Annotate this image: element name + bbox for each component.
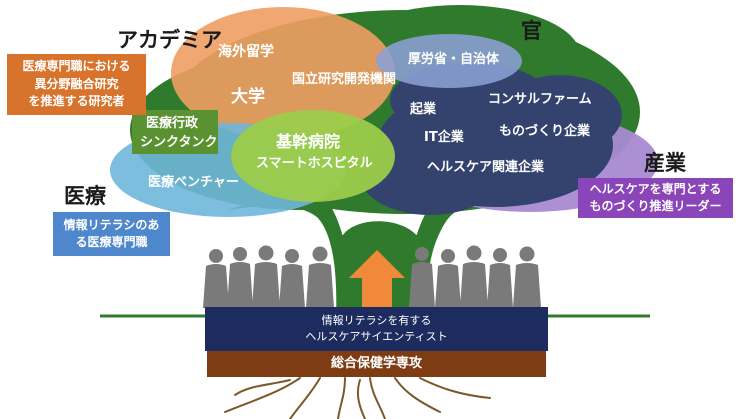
base-banner: 総合保健学専攻 — [207, 351, 546, 377]
person-figure — [227, 247, 253, 308]
upward-arrow — [349, 250, 405, 308]
core-hospital-region — [231, 110, 395, 202]
heading-government: 官 — [521, 19, 542, 43]
callout-medical-line: 情報リテラシのあ — [63, 217, 160, 232]
industry-cloud — [360, 62, 622, 215]
main-banner-line: ヘルスケアサイエンティスト — [305, 330, 448, 343]
label-national-institute: 国立研究開発機関 — [292, 72, 397, 87]
person-figure — [487, 248, 513, 308]
callout-industry-line: ものづくり推進リーダー — [589, 199, 722, 213]
person-figure — [279, 249, 305, 308]
label-healthcare-company: ヘルスケア関連企業 — [427, 160, 545, 175]
label-it-company: IT企業 — [424, 130, 464, 145]
person-figure — [306, 246, 334, 308]
label-think-tank: シンクタンク — [140, 135, 218, 150]
label-overseas-study: 海外留学 — [218, 44, 274, 60]
label-startup: 起業 — [410, 102, 437, 117]
base-banner-text: 総合保健学専攻 — [330, 355, 422, 371]
heading-industry: 産業 — [644, 151, 686, 175]
callout-industry-line: ヘルスケアを専門とする — [589, 181, 722, 196]
people-silhouettes — [203, 245, 541, 308]
callout-academia-line: 異分野融合研究 — [34, 76, 119, 91]
person-figure — [460, 245, 488, 308]
callout-academia-line: 医療専門職における — [22, 59, 131, 74]
government-region — [376, 34, 522, 88]
main-banner: 情報リテラシを有する ヘルスケアサイエンティスト — [205, 307, 548, 351]
callout-academia: 医療専門職における 異分野融合研究 を推進する研究者 — [7, 54, 146, 115]
label-medical-admin: 医療行政 — [146, 116, 199, 131]
heading-academia: アカデミア — [117, 28, 222, 52]
main-banner-bg — [205, 307, 548, 351]
label-mhlw: 厚労省・自治体 — [408, 52, 500, 67]
person-figure — [203, 249, 229, 308]
callout-medical-line: る医療専門職 — [75, 235, 148, 249]
callout-academia-line: を推進する研究者 — [28, 94, 125, 109]
person-figure — [252, 245, 280, 308]
roots — [224, 377, 491, 419]
heading-medical: 医療 — [64, 184, 106, 208]
base-banner-bg — [207, 351, 546, 377]
main-banner-line: 情報リテラシを有する — [321, 314, 432, 328]
person-figure — [409, 247, 435, 308]
label-consulting: コンサルファーム — [488, 92, 592, 107]
label-university: 大学 — [231, 87, 265, 107]
label-monozukuri: ものづくり企業 — [499, 124, 591, 139]
academia-region — [171, 7, 395, 139]
callout-medical: 情報リテラシのあ る医療専門職 — [53, 212, 170, 256]
callout-industry: ヘルスケアを専門とする ものづくり推進リーダー — [578, 178, 733, 218]
medical-admin-block — [132, 110, 218, 154]
label-smart-hospital: スマートホスピタル — [256, 156, 373, 171]
person-figure — [435, 249, 461, 308]
label-core-hospital: 基幹病院 — [276, 132, 341, 151]
person-figure — [513, 246, 541, 308]
label-medical-venture: 医療ベンチャー — [148, 175, 239, 190]
